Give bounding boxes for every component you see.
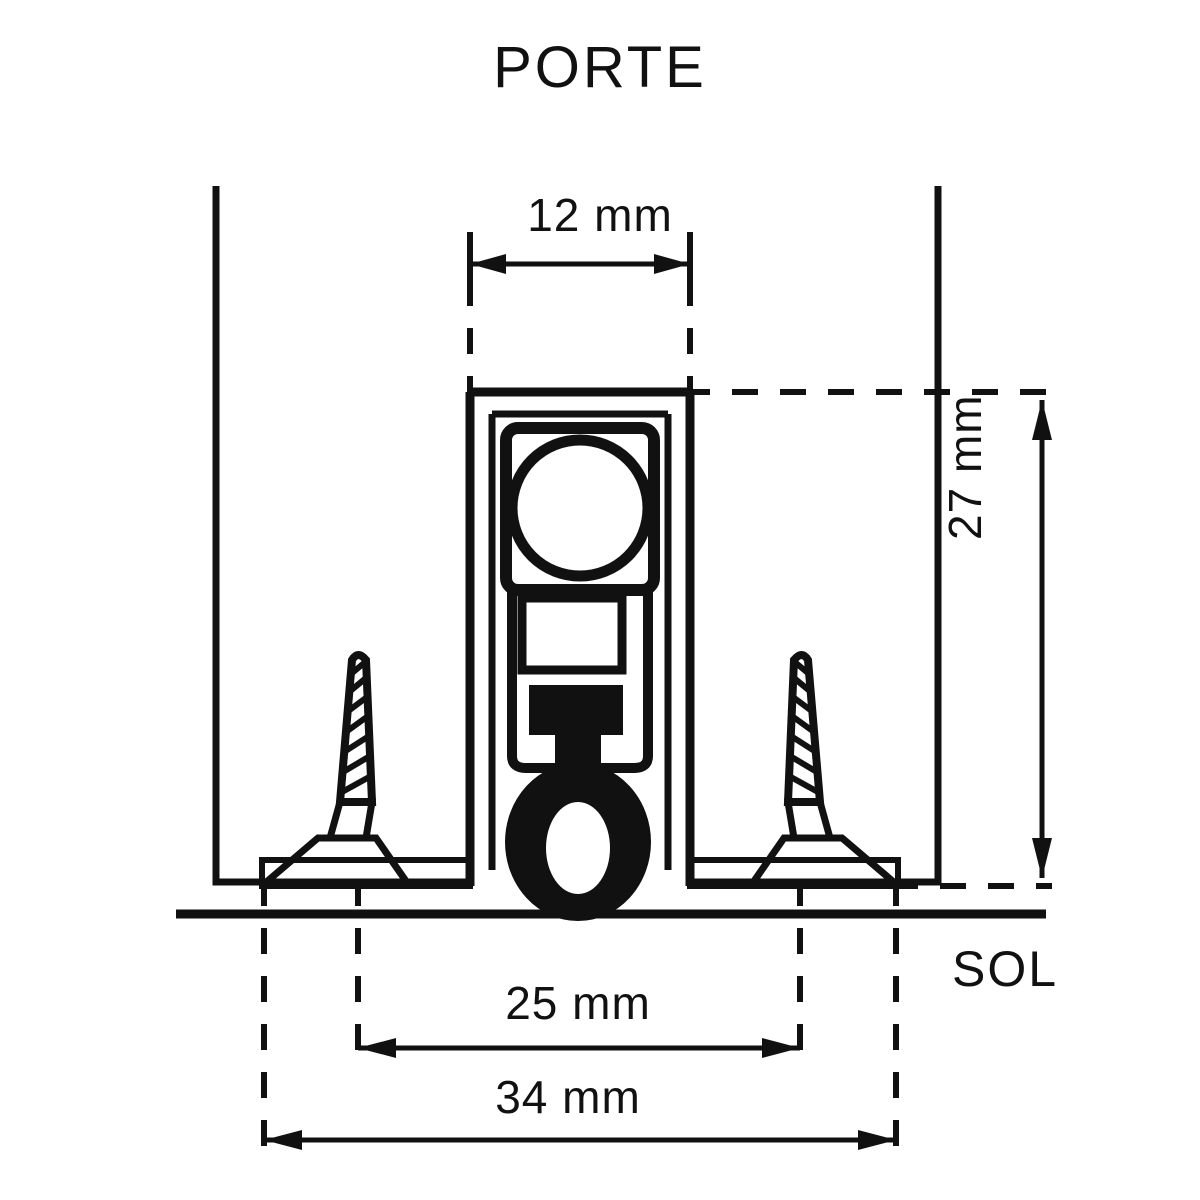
dimension-34mm: [261, 880, 899, 1150]
inner-chamber-outline: [517, 593, 627, 675]
spring-cam-circle: [506, 434, 654, 582]
rubber-seal: [505, 763, 651, 921]
screw-right: [749, 651, 899, 887]
dimension-label-34mm: 34 mm: [495, 1071, 641, 1123]
dimension-25mm: [355, 880, 803, 1058]
spring-chamber: [500, 422, 660, 596]
screw-left: [261, 651, 411, 887]
spring-chamber-outline: [500, 422, 660, 596]
dimension-27mm: [684, 389, 1052, 889]
seal-housing: [465, 387, 695, 886]
dimension-12mm: [467, 232, 693, 392]
door-jamb-left: [212, 186, 470, 886]
dimension-label-12mm: 12 mm: [527, 189, 673, 241]
floor-label: SOL: [952, 941, 1059, 997]
door-jamb-right: [690, 186, 942, 886]
dimension-label-27mm: 27 mm: [939, 394, 991, 540]
door-label: PORTE: [493, 35, 707, 100]
dimension-label-25mm: 25 mm: [505, 977, 651, 1029]
